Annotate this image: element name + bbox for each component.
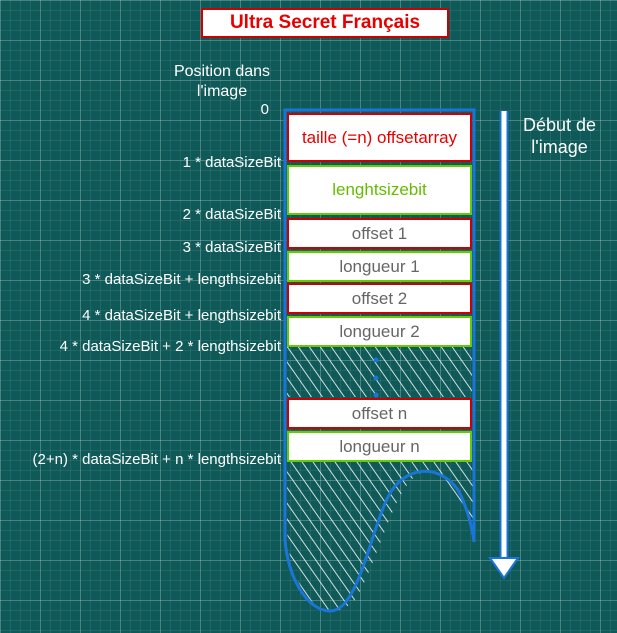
down-arrow-icon: [488, 111, 520, 580]
block-length-2: longueur 2: [287, 316, 472, 347]
block-offset-1: offset 1: [287, 218, 472, 249]
data-outline: [283, 108, 476, 613]
gap-hatch: [287, 347, 472, 397]
position-caption: Position dans l'image: [173, 63, 271, 100]
position-label: 3 * dataSizeBit + lengthsizebit: [82, 271, 281, 288]
position-label: (2+n) * dataSizeBit + n * lengthsizebit: [32, 451, 281, 468]
block-lengthsizebit: lenghtsizebit: [287, 165, 472, 215]
tail-hatch: [287, 462, 474, 612]
position-label: 3 * dataSizeBit: [182, 239, 281, 256]
position-label: 4 * dataSizeBit + 2 * lengthsizebit: [59, 338, 281, 355]
position-label: 2 * dataSizeBit: [182, 206, 281, 223]
block-offset-2: offset 2: [287, 283, 472, 314]
position-label: 1 * dataSizeBit: [182, 154, 281, 171]
block-length-1: longueur 1: [287, 251, 472, 282]
block-offset-n: offset n: [287, 398, 472, 429]
diagram-title: Ultra Secret Français: [201, 8, 449, 38]
position-label: 0: [260, 101, 269, 118]
position-label: 4 * dataSizeBit + lengthsizebit: [82, 307, 281, 324]
block-length-n: longueur n: [287, 431, 472, 462]
start-caption: Début de l'image: [522, 115, 597, 157]
block-offsetarray-size: taille (=n) offsetarray: [287, 113, 472, 162]
